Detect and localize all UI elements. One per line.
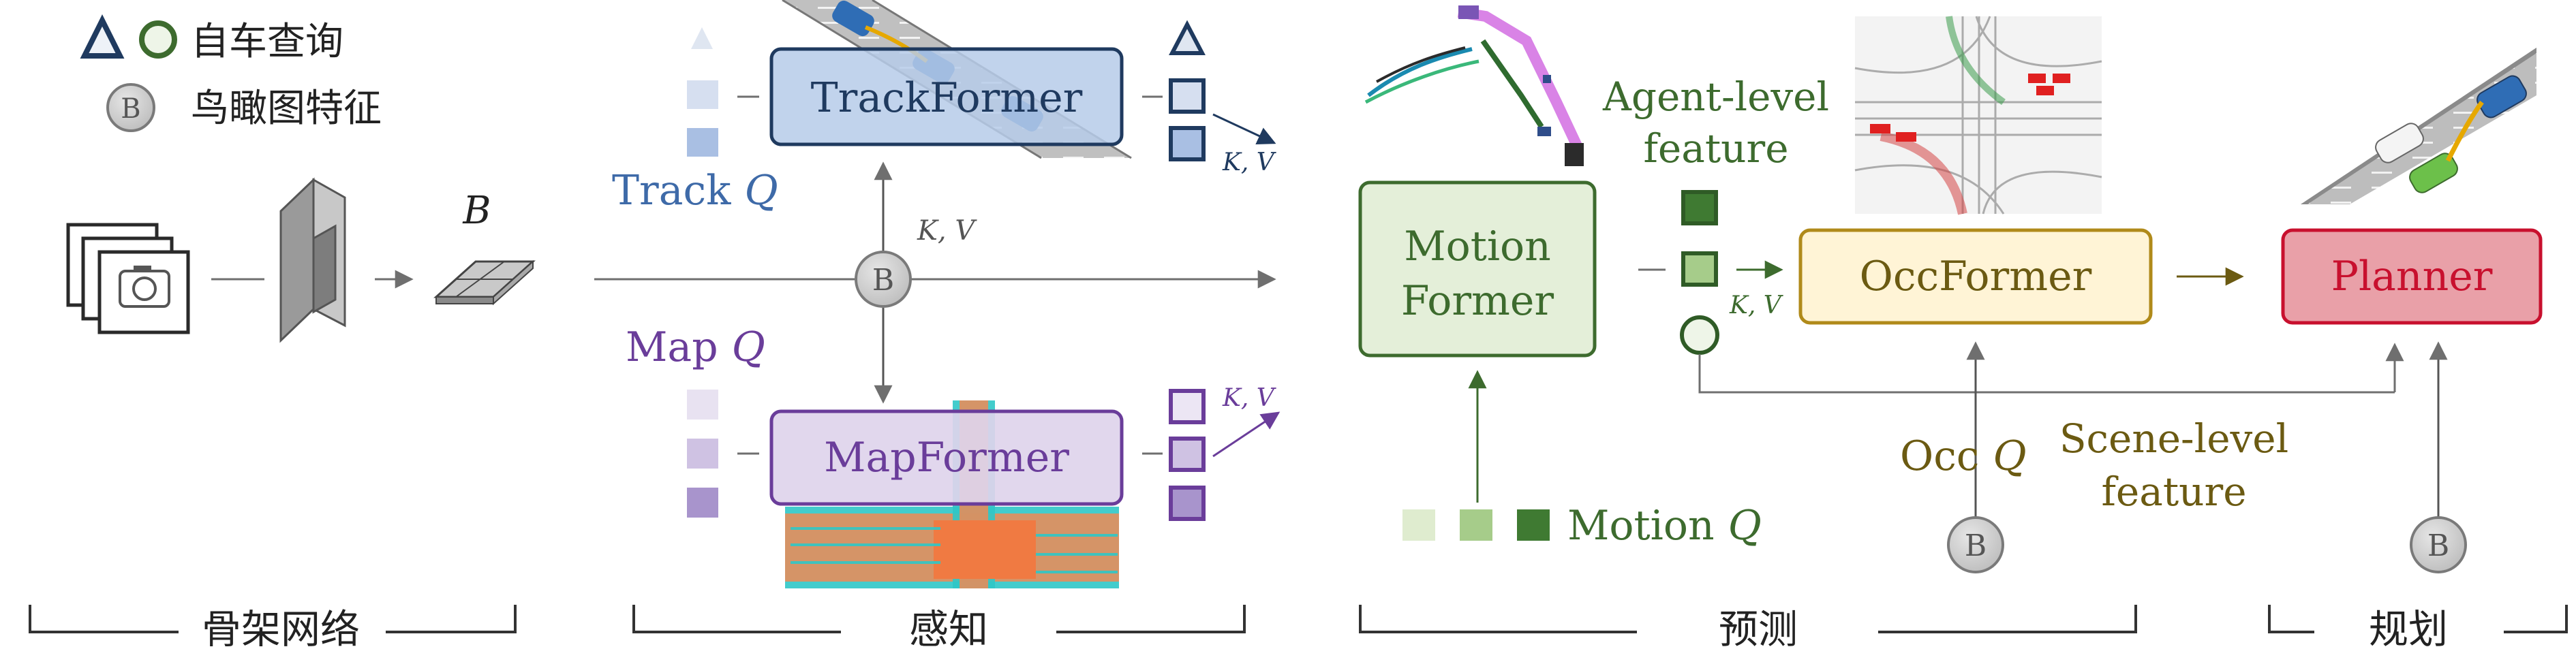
planner-block[interactable]: Planner xyxy=(2281,228,2543,325)
scene-level-feature-line1: Scene-level xyxy=(2059,415,2288,462)
backbone-section: B xyxy=(66,177,536,343)
agent-level-feature-line1: Agent-level xyxy=(1602,74,1829,120)
kv-track-out-label: K, V xyxy=(1222,148,1277,176)
bev-grid-icon xyxy=(433,259,536,306)
track-queries xyxy=(687,27,718,157)
bev-feature-icon: B xyxy=(106,83,155,132)
ego-query-label: 自车查询 xyxy=(191,20,343,64)
track-kv-arrow xyxy=(1212,113,1276,144)
planner-road-image xyxy=(2301,48,2536,204)
scene-level-feature-line2: feature xyxy=(2101,469,2246,515)
mapformer-block[interactable]: MapFormer xyxy=(769,409,1124,506)
svg-text:B: B xyxy=(872,263,894,298)
svg-text:TrackFormer: TrackFormer xyxy=(811,74,1083,122)
occupancy-intersection-image xyxy=(1854,16,2102,215)
agent-level-feature-line2: feature xyxy=(1643,125,1788,172)
map-kv-arrow xyxy=(1212,411,1281,458)
mapformer-map-image xyxy=(785,400,1119,588)
backbone-network-icon xyxy=(279,177,346,343)
prediction-section-label: 预测 xyxy=(1719,606,1798,652)
svg-text:Planner: Planner xyxy=(2331,253,2493,300)
svg-text:B: B xyxy=(2427,528,2449,563)
backbone-section-label: 骨架网络 xyxy=(202,606,360,652)
section-brackets: 骨架网络 感知 预测 规划 xyxy=(29,605,2568,652)
bev-symbol-label: B xyxy=(462,189,491,233)
motion-queries xyxy=(1402,509,1550,541)
motion-trajectory-image xyxy=(1364,5,1584,166)
svg-text:MapFormer: MapFormer xyxy=(824,434,1069,481)
agent-ego-query-icon xyxy=(1680,315,1719,355)
svg-text:OccFormer: OccFormer xyxy=(1860,253,2092,300)
svg-text:Motion: Motion xyxy=(1404,223,1551,270)
svg-text:B: B xyxy=(1965,528,1987,563)
svg-text:Former: Former xyxy=(1401,277,1554,325)
camera-icon xyxy=(119,266,170,308)
bev-feature-label: 鸟瞰图特征 xyxy=(191,86,382,131)
planner-bev-node: B xyxy=(2410,516,2467,573)
map-output-queries xyxy=(1169,389,1206,521)
kv-center-label: K, V xyxy=(917,215,977,247)
perception-section-label: 感知 xyxy=(909,606,988,652)
ego-query-triangle-icon xyxy=(80,14,125,59)
kv-agent-label: K, V xyxy=(1729,291,1784,319)
planning-section: Planner B xyxy=(2281,48,2543,573)
track-output-queries xyxy=(1169,20,1206,161)
map-queries xyxy=(687,390,718,518)
legend: 自车查询 B 鸟瞰图特征 xyxy=(80,14,382,132)
kv-map-out-label: K, V xyxy=(1222,384,1277,412)
scene-feature-connector xyxy=(1698,354,2395,394)
agent-queries xyxy=(1680,190,1719,355)
multi-camera-images-icon xyxy=(66,223,190,334)
motionformer-block[interactable]: Motion Former xyxy=(1358,180,1597,358)
ego-query-circle-icon xyxy=(139,20,177,59)
trackformer-block[interactable]: TrackFormer xyxy=(769,47,1124,146)
planning-section-label: 规划 xyxy=(2369,606,2448,652)
svg-text:B: B xyxy=(121,93,140,125)
occ-bev-node: B xyxy=(1947,516,2004,573)
perception-bev-node: B xyxy=(855,251,912,308)
occformer-block[interactable]: OccFormer xyxy=(1798,228,2153,325)
